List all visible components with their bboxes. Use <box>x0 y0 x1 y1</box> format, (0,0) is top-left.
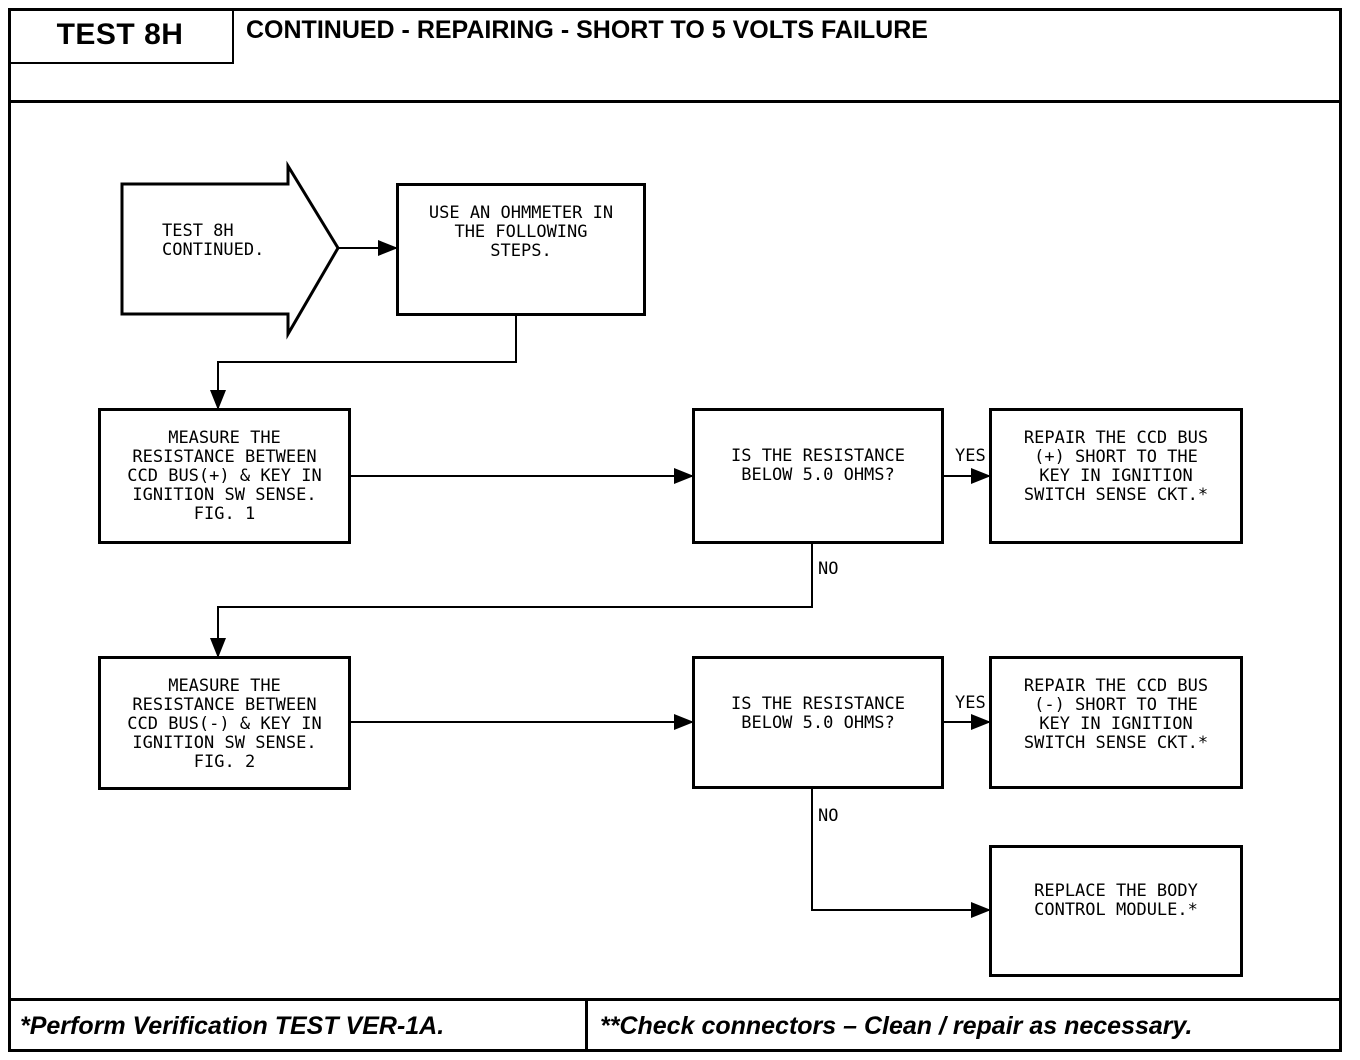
page-title: CONTINUED - REPAIRING - SHORT TO 5 VOLTS… <box>246 16 928 44</box>
node-repair-bus-plus: REPAIR THE CCD BUS (+) SHORT TO THE KEY … <box>989 408 1243 544</box>
node-question-2: IS THE RESISTANCE BELOW 5.0 OHMS? <box>692 656 944 789</box>
footer-note-verification: *Perform Verification TEST VER-1A. <box>20 1012 445 1040</box>
node-measure-bus-plus: MEASURE THE RESISTANCE BETWEEN CCD BUS(+… <box>98 408 351 544</box>
node-question-1: IS THE RESISTANCE BELOW 5.0 OHMS? <box>692 408 944 544</box>
node-repair-bus-minus: REPAIR THE CCD BUS (-) SHORT TO THE KEY … <box>989 656 1243 789</box>
edge-label-yes-2: YES <box>955 693 986 713</box>
page-frame <box>8 8 1342 1052</box>
edge-question2-no <box>811 788 991 918</box>
start-arrow-shape <box>120 160 340 340</box>
node-start: TEST 8H CONTINUED. <box>162 221 265 260</box>
footer-note-connectors: **Check connectors – Clean / repair as n… <box>600 1012 1193 1040</box>
footer-column-divider <box>585 998 588 1052</box>
edge-label-no-1: NO <box>818 559 839 579</box>
edge-ohmmeter-to-measure1 <box>210 316 517 410</box>
header-divider <box>8 100 1342 103</box>
footer-divider <box>8 998 1342 1001</box>
node-measure-bus-minus: MEASURE THE RESISTANCE BETWEEN CCD BUS(-… <box>98 656 351 790</box>
node-replace-bcm: REPLACE THE BODY CONTROL MODULE.* <box>989 845 1243 977</box>
edge-label-yes-1: YES <box>955 446 986 466</box>
test-id-label: TEST 8H <box>8 8 234 64</box>
edge-label-no-2: NO <box>818 806 839 826</box>
edge-question1-no <box>210 543 813 658</box>
node-use-ohmmeter: USE AN OHMMETER IN THE FOLLOWING STEPS. <box>396 183 646 316</box>
